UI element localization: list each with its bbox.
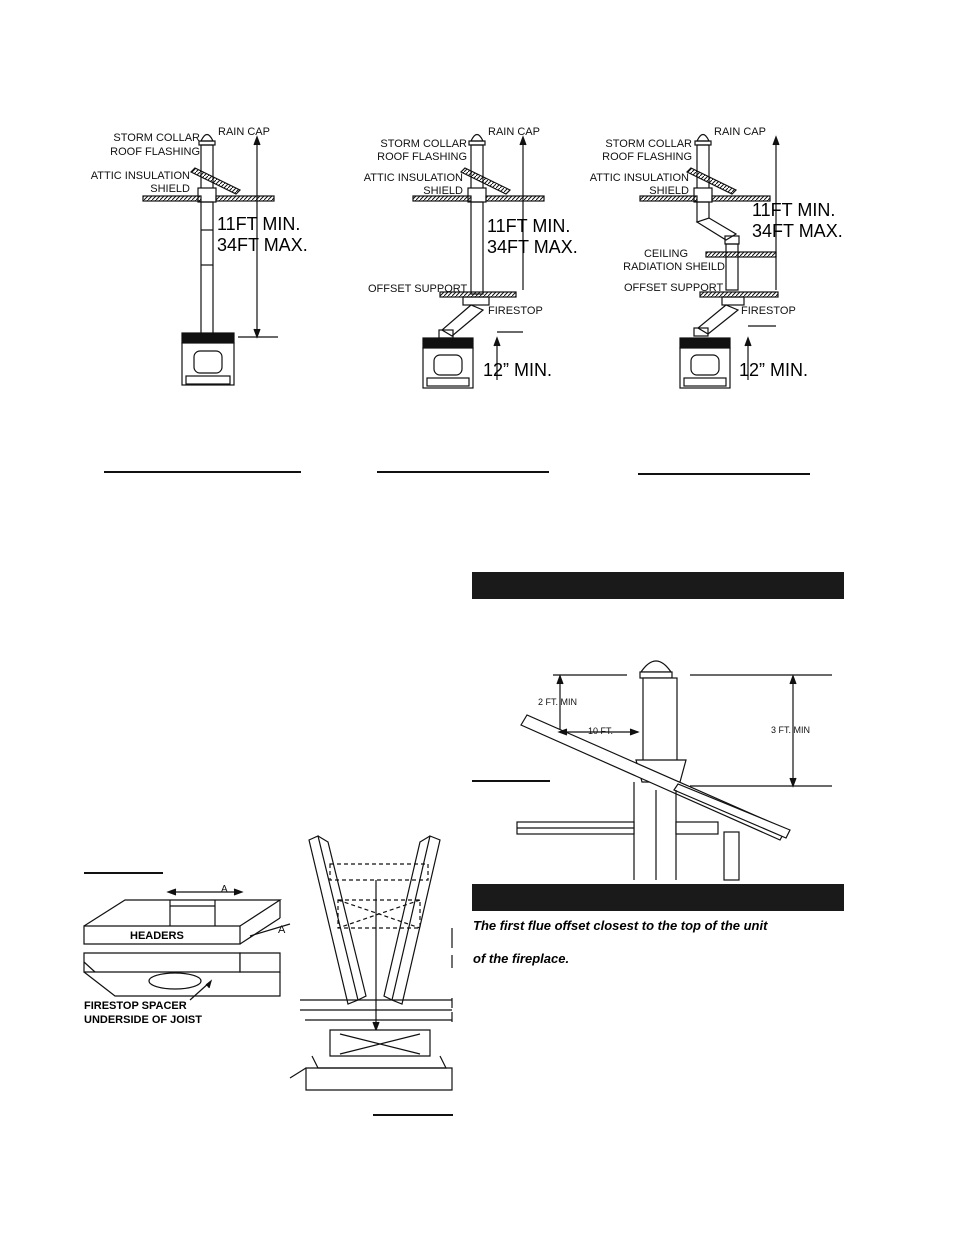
- fig3-ceiling-label: CEILING: [643, 248, 688, 260]
- fig2-storm-collar-label: STORM COLLAR: [380, 138, 467, 150]
- fig2-max-label: 34FT MAX.: [487, 237, 578, 257]
- roof-clearance-drawing: [516, 660, 832, 881]
- three-ft-min-label: 3 FT. MIN: [771, 725, 811, 735]
- fig2-caption-rule: [377, 471, 549, 473]
- roof-figure-caption-rule: [472, 780, 550, 782]
- fig2-clearance-label: 12” MIN.: [483, 360, 553, 380]
- fig1-shield-label: SHIELD: [150, 183, 190, 195]
- fig3-radiation-shield-label: RADIATION SHEILD: [623, 261, 725, 273]
- fig1-max-label: 34FT MAX.: [217, 235, 308, 255]
- headers-label: HEADERS: [130, 930, 184, 942]
- fig3-storm-collar-label: STORM COLLAR: [605, 138, 692, 150]
- fig2-offset-support-label: OFFSET SUPPORT: [368, 283, 468, 295]
- underside-of-joist-label: UNDERSIDE OF JOIST: [84, 1014, 202, 1026]
- fig3-clearance-label: 12” MIN.: [739, 360, 809, 380]
- figure-3-chimney-drawing: [639, 133, 780, 389]
- fig2-attic-insulation-label: ATTIC INSULATION: [363, 172, 463, 184]
- fig3-max-label: 34FT MAX.: [752, 221, 843, 241]
- chase-framing-drawing: [289, 835, 453, 1091]
- fig2-rain-cap-label: RAIN CAP: [488, 126, 540, 138]
- framing-figure-caption-rule: [84, 872, 163, 874]
- fig1-storm-collar-label: STORM COLLAR: [113, 132, 200, 144]
- fig3-caption-rule: [638, 473, 810, 475]
- fig1-rain-cap-label: RAIN CAP: [218, 126, 270, 138]
- fig3-rain-cap-label: RAIN CAP: [714, 126, 766, 138]
- chase-figure-caption-rule: [373, 1114, 453, 1116]
- fig2-roof-flashing-label: ROOF FLASHING: [377, 151, 467, 163]
- dimension-a-side-label: A: [278, 924, 286, 936]
- fig3-firestop-label: FIRESTOP: [741, 305, 796, 317]
- fig2-firestop-label: FIRESTOP: [488, 305, 543, 317]
- note-line-1: The first flue offset closest to the top…: [473, 918, 768, 933]
- fig3-attic-insulation-label: ATTIC INSULATION: [589, 172, 689, 184]
- framing-headers-drawing: [83, 888, 291, 1001]
- fig2-shield-label: SHIELD: [423, 185, 463, 197]
- firestop-spacer-label: FIRESTOP SPACER: [84, 1000, 187, 1012]
- figure-1-chimney-drawing: [142, 133, 278, 386]
- fig1-roof-flashing-label: ROOF FLASHING: [110, 146, 200, 158]
- two-ft-min-label: 2 FT. MIN: [538, 697, 578, 707]
- fig1-min-label: 11FT MIN.: [217, 214, 301, 234]
- figure-2-chimney-drawing: [412, 133, 545, 389]
- fig3-min-label: 11FT MIN.: [752, 200, 836, 220]
- fig3-roof-flashing-label: ROOF FLASHING: [602, 151, 692, 163]
- fig2-min-label: 11FT MIN.: [487, 216, 571, 236]
- fig1-attic-insulation-label: ATTIC INSULATION: [90, 170, 190, 182]
- section-header-bar-bottom: [472, 884, 844, 911]
- fig1-caption-rule: [104, 471, 301, 473]
- note-line-2: of the fireplace.: [473, 951, 570, 966]
- dimension-a-top-label: A: [221, 884, 228, 895]
- fig3-shield-label: SHIELD: [649, 185, 689, 197]
- section-header-bar-top: [472, 572, 844, 599]
- ten-ft-label: 10 FT.: [588, 726, 614, 736]
- fig3-offset-support-label: OFFSET SUPPORT: [624, 282, 724, 294]
